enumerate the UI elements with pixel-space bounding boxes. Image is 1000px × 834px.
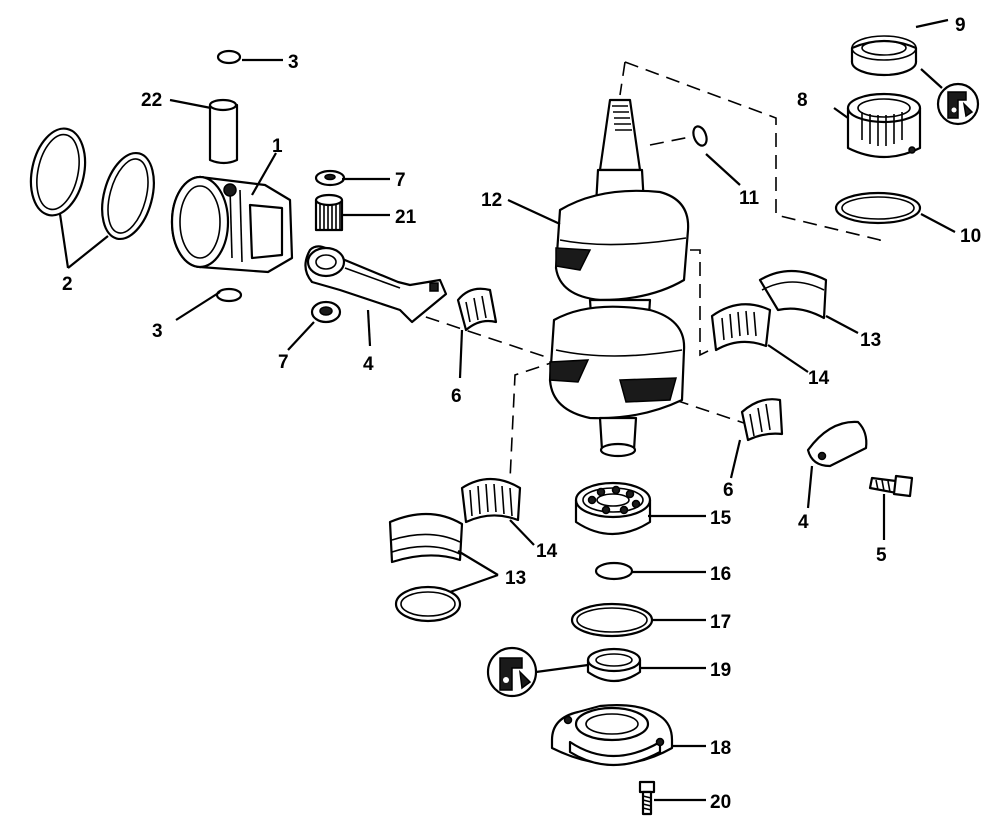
callout-18: 18	[710, 738, 731, 759]
bearing-housing	[550, 704, 674, 767]
lower-seal	[586, 647, 642, 683]
needle-bearing-small	[314, 193, 344, 232]
callout-12: 12	[481, 190, 502, 211]
callout-13: 13	[505, 568, 526, 589]
callout-8: 8	[797, 90, 808, 111]
thrust-washer-upper	[314, 169, 346, 187]
callout-labels: 1 2 3 3 4 4 5 6 6 7 7 8 9 10 11 12 13 13…	[62, 15, 981, 813]
piston-pin-clip-lower	[215, 287, 243, 303]
callout-6: 6	[451, 386, 462, 407]
callout-20: 20	[710, 792, 731, 813]
callout-15: 15	[710, 508, 732, 529]
callout-16: 16	[710, 564, 731, 585]
callout-10: 10	[960, 226, 981, 247]
seal-top	[850, 35, 918, 77]
crankshaft	[548, 98, 690, 458]
callout-14: 14	[808, 368, 830, 389]
piston	[170, 175, 294, 274]
callout-19: 19	[710, 660, 731, 681]
housing-screw	[638, 780, 656, 816]
sealant-icon	[936, 82, 980, 126]
piston-pin	[208, 98, 239, 165]
retaining-ring-top	[834, 191, 922, 225]
snap-ring	[594, 561, 634, 581]
callout-5: 5	[876, 545, 887, 566]
callout-21: 21	[395, 207, 417, 228]
piston-pin-clip-upper	[216, 49, 242, 65]
rod-bearing-half-upper	[456, 287, 498, 332]
callout-7: 7	[278, 352, 289, 373]
upper-roller-bearing	[846, 92, 922, 158]
connecting-rod	[304, 245, 448, 324]
rod-cap-screw	[868, 474, 914, 498]
ball-bearing	[574, 481, 652, 536]
leader-lines	[58, 18, 956, 802]
callout-4: 4	[363, 354, 374, 375]
main-bearing-half-upper-right	[758, 270, 828, 320]
sealant-icon	[486, 646, 538, 698]
main-needle-bearing-half-right	[710, 303, 772, 352]
callout-7: 7	[395, 170, 406, 191]
callout-17: 17	[710, 612, 731, 633]
callout-1: 1	[272, 136, 283, 157]
thrust-washer-lower	[310, 300, 342, 324]
callout-11: 11	[739, 188, 760, 209]
rod-cap	[806, 420, 868, 468]
callout-3: 3	[152, 321, 163, 342]
callout-13: 13	[860, 330, 881, 351]
main-needle-bearing-half-left	[460, 478, 522, 524]
callout-2: 2	[62, 274, 73, 295]
piston-rings	[29, 127, 155, 241]
callout-6: 6	[723, 480, 734, 501]
o-ring	[570, 602, 654, 638]
rod-bearing-half-lower	[740, 398, 784, 442]
guide-lines	[404, 61, 881, 481]
callout-4: 4	[798, 512, 809, 533]
callout-9: 9	[955, 15, 966, 36]
main-bearing-half-upper-left	[388, 512, 464, 564]
callout-22: 22	[141, 90, 162, 111]
main-bearing-retaining-ring	[394, 585, 462, 623]
woodruff-key	[692, 125, 708, 147]
callout-3: 3	[288, 52, 299, 73]
callout-14: 14	[536, 541, 558, 562]
